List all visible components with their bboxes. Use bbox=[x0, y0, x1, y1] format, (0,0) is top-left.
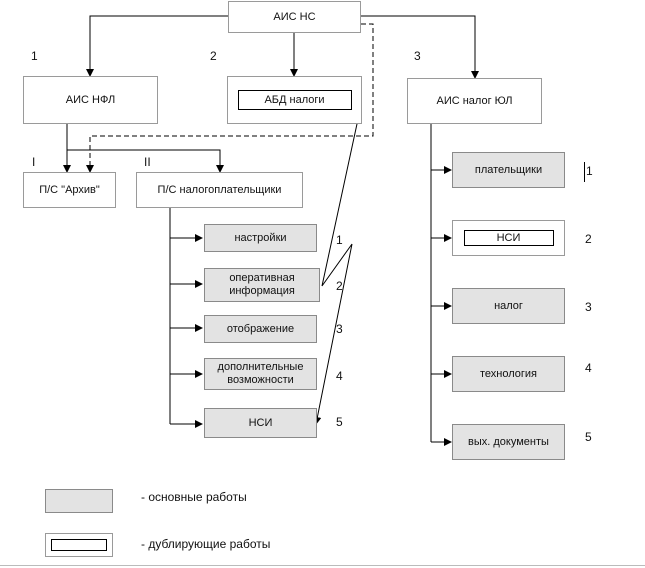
tp-module-label: НСИ bbox=[248, 416, 273, 429]
tp-number-4: 4 bbox=[336, 369, 343, 383]
yul-module-tax: налог bbox=[452, 288, 565, 324]
yul-number-1: 1 bbox=[586, 164, 593, 178]
yul-module-label: плательщики bbox=[474, 163, 543, 176]
edge-top-nfl bbox=[86, 15, 228, 77]
bottom-rule bbox=[0, 565, 645, 566]
yul-module-label: технология bbox=[479, 367, 537, 380]
subsystem-number-archive: I bbox=[32, 155, 36, 169]
branch-number-yul: 3 bbox=[414, 49, 421, 63]
edge-top-yul bbox=[361, 15, 479, 79]
tp-module-settings: настройки bbox=[204, 224, 317, 252]
branch-number-abd: 2 bbox=[210, 49, 217, 63]
yul-module-out-docs: вых. документы bbox=[452, 424, 565, 460]
subsystem-number-taxpayers: II bbox=[144, 155, 151, 169]
tp-module-label: отображение bbox=[226, 322, 295, 335]
yul-number-1-bar bbox=[584, 162, 585, 182]
yul-nsi-inner-frame: НСИ bbox=[463, 230, 554, 246]
yul-number-3: 3 bbox=[585, 300, 592, 314]
edge-top-archive-dashed bbox=[86, 23, 374, 173]
abd-inner-frame: АБД налоги bbox=[237, 90, 352, 110]
legend-duplicate-text: - дублирующие работы bbox=[141, 537, 271, 551]
ais-nfl-box: АИС НФЛ bbox=[23, 76, 158, 124]
legend-duplicate-swatch bbox=[45, 533, 113, 557]
yul-module-label: НСИ bbox=[496, 231, 521, 244]
tp-module-nsi: НСИ bbox=[204, 408, 317, 438]
legend-main-swatch bbox=[45, 489, 113, 513]
legend-duplicate-inner bbox=[51, 539, 107, 551]
ais-ns-label: АИС НС bbox=[273, 10, 316, 23]
taxpayers-label: П/С налогоплательщики bbox=[157, 183, 282, 196]
yul-number-4: 4 bbox=[585, 361, 592, 375]
abd-label: АБД налоги bbox=[264, 93, 325, 106]
archive-label: П/С "Архив" bbox=[39, 183, 100, 196]
tp-number-5: 5 bbox=[336, 415, 343, 429]
yul-module-label: вых. документы bbox=[468, 435, 549, 448]
tp-number-3: 3 bbox=[336, 322, 343, 336]
edge-nfl-taxpayers bbox=[67, 149, 224, 173]
yul-module-technology: технология bbox=[452, 356, 565, 392]
tp-module-label: оперативная информация bbox=[229, 272, 295, 297]
tp-module-extra: дополнительные возможности bbox=[204, 358, 317, 390]
tp-module-operative-info: оперативная информация bbox=[204, 268, 320, 302]
yul-module-label: налог bbox=[494, 299, 523, 312]
ais-yul-label: АИС налог ЮЛ bbox=[436, 94, 513, 107]
tp-number-1: 1 bbox=[336, 233, 343, 247]
legend-main-text: - основные работы bbox=[141, 490, 247, 504]
ais-nfl-label: АИС НФЛ bbox=[65, 93, 116, 106]
yul-module-nsi: НСИ bbox=[452, 220, 565, 256]
tp-module-label: дополнительные возможности bbox=[217, 361, 304, 386]
yul-number-2: 2 bbox=[585, 232, 592, 246]
tp-number-2: 2 bbox=[336, 279, 343, 293]
archive-box: П/С "Архив" bbox=[23, 172, 116, 208]
abd-box: АБД налоги bbox=[227, 76, 362, 124]
taxpayers-box: П/С налогоплательщики bbox=[136, 172, 303, 208]
branch-number-nfl: 1 bbox=[31, 49, 38, 63]
ais-yul-box: АИС налог ЮЛ bbox=[407, 78, 542, 124]
yul-module-payers: плательщики bbox=[452, 152, 565, 188]
yul-number-5: 5 bbox=[585, 430, 592, 444]
tp-module-label: настройки bbox=[234, 231, 287, 244]
zigzag-link bbox=[313, 109, 361, 425]
ais-ns-box: АИС НС bbox=[228, 1, 361, 33]
tp-module-display: отображение bbox=[204, 315, 317, 343]
